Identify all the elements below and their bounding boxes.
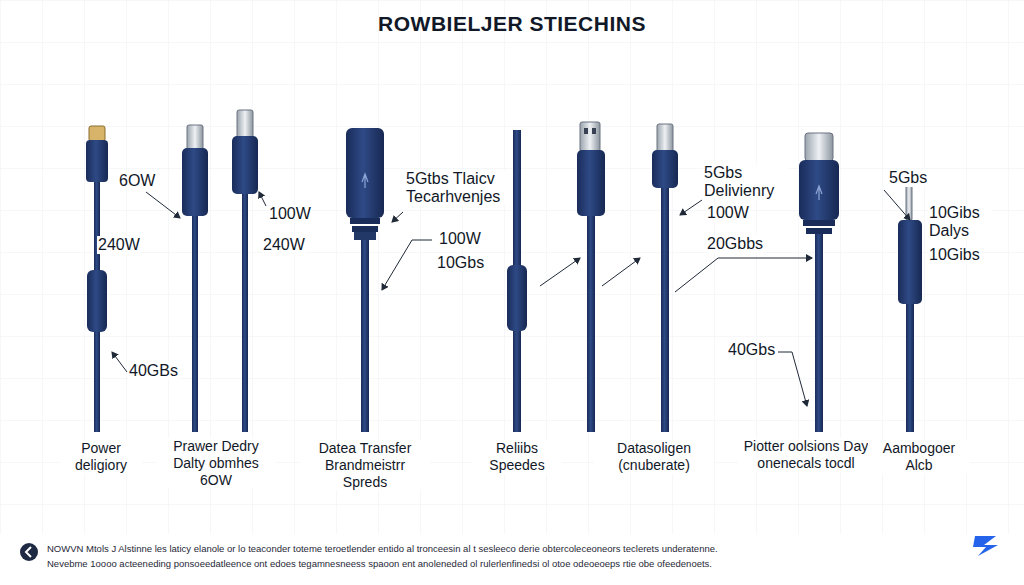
speed-rating: 10Gbs <box>436 254 485 272</box>
power-rating: 100W <box>268 205 312 223</box>
cable-caption: Piotter oolsions Day onenecals tocdl <box>738 438 874 472</box>
cable-caption: Prawer Dedry Dalty obmhes 6OW <box>156 438 276 488</box>
diagram-title: ROWBIELJER STIECHINS <box>0 12 1024 36</box>
speed-rating: 5Gbs <box>888 169 928 187</box>
cable-caption: Aambogoer Alcb <box>868 440 970 474</box>
power-rating: 240W <box>262 236 306 254</box>
speed-rating: 40GBs <box>128 362 179 380</box>
power-rating: 240W <box>97 236 141 254</box>
spec-note: 5Gtbs Tlaicv Tecarhvenjes <box>405 170 511 205</box>
spec-note: 10Gibs Dalys <box>928 204 992 239</box>
cable-caption: Reliibs Speedes <box>472 440 562 474</box>
footer-note: NOWVN Mtols J Alstinne les laticy elanol… <box>46 544 719 554</box>
cable-caption: Datea Transfer Brandmeistrr Spreds <box>300 440 430 490</box>
spec-note: 5Gbs Delivienry <box>703 164 789 199</box>
speed-rating: 20Gbbs <box>706 235 764 253</box>
speed-rating: 40Gbs <box>727 341 776 359</box>
power-rating: 100W <box>706 204 750 222</box>
speed-rating: 10Gibs <box>928 246 981 264</box>
cable-caption: Datasoligen (cnuberate) <box>594 440 714 474</box>
cable-caption: Power deligiory <box>60 440 142 474</box>
power-rating: 6OW <box>118 172 156 190</box>
footer-note: Nevebme 1oooo acteeneding ponsoeedatleen… <box>46 559 713 569</box>
power-rating: 100W <box>438 230 482 248</box>
